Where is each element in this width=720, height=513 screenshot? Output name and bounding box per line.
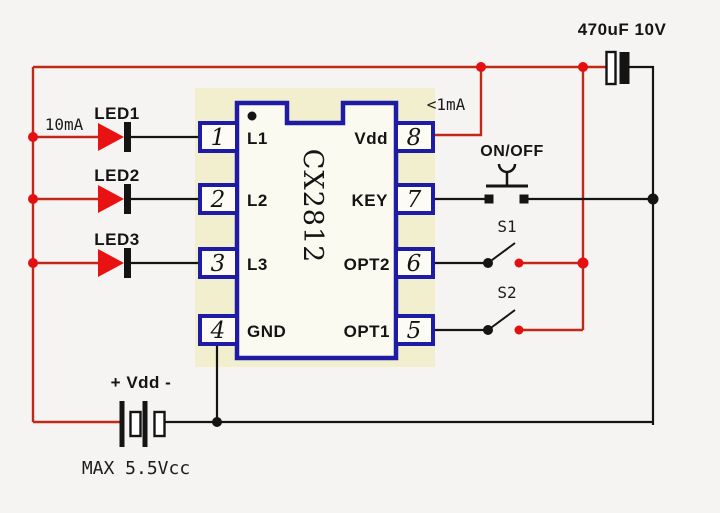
pin-label-opt1: OPT1 <box>344 322 390 341</box>
pin-numbers: 1 2 3 4 8 7 6 5 <box>210 125 422 344</box>
pin-label-l1: L1 <box>247 129 268 148</box>
capacitor-symbol <box>605 50 630 86</box>
pin-box-4 <box>198 314 239 346</box>
s1-label: S1 <box>497 217 516 236</box>
button-contact-left <box>484 194 494 204</box>
s2-blade <box>487 309 516 331</box>
led1-symbol <box>98 122 131 152</box>
led-current-label: 10mA <box>45 115 84 134</box>
ic-part-number: CX2812 <box>297 149 328 264</box>
push-button-label: ON/OFF <box>480 143 543 160</box>
led3-cathode-bar <box>124 248 131 278</box>
pin-label-opt2: OPT2 <box>344 255 390 274</box>
capacitor-plate-positive <box>605 50 617 86</box>
battery-max-voltage-label: MAX 5.5Vcc <box>82 458 190 479</box>
ground-signal-wires <box>131 65 655 425</box>
pin-number-3: 3 <box>211 251 226 277</box>
s1-pivot-dot <box>483 258 493 268</box>
led2-cathode-bar <box>124 184 131 214</box>
pin-box-5 <box>394 314 435 346</box>
battery-short-plate <box>129 410 142 438</box>
pin-box-6 <box>394 247 435 279</box>
s1-contact-dot <box>514 258 524 268</box>
pin-number-5: 5 <box>407 318 422 344</box>
switch-s2-symbol <box>483 309 516 335</box>
button-actuator-cup <box>497 163 517 174</box>
led3-triangle <box>98 249 124 277</box>
pin-box-8 <box>394 121 435 153</box>
capacitor-plate-negative <box>619 52 630 84</box>
led3-label: LED3 <box>94 230 139 249</box>
battery-long-plate <box>142 401 148 447</box>
supply-current-label: <1mA <box>427 95 466 114</box>
junction-dot <box>476 62 486 72</box>
black-junction-dots <box>212 193 659 427</box>
pin-box-7 <box>394 183 435 215</box>
pin-label-l3: L3 <box>247 255 268 274</box>
pin-number-6: 6 <box>407 251 422 277</box>
ic-body <box>234 100 399 361</box>
pin-number-8: 8 <box>407 125 422 151</box>
s2-contact-dot <box>514 325 524 335</box>
pin-label-l2: L2 <box>247 191 268 210</box>
pin-box-2 <box>198 183 239 215</box>
button-contact-right <box>519 194 529 204</box>
led1-cathode-bar <box>124 122 131 152</box>
pin-labels: L1 L2 L3 GND Vdd KEY OPT2 OPT1 <box>247 129 390 341</box>
junction-dot <box>28 258 38 268</box>
s2-label: S2 <box>497 283 516 302</box>
pin-label-key: KEY <box>352 191 389 210</box>
pin-label-gnd: GND <box>247 322 286 341</box>
junction-dot <box>212 417 222 427</box>
ic-left-pin-boxes <box>198 121 239 346</box>
battery-label: + Vdd - <box>111 373 172 392</box>
pin-number-4: 4 <box>210 318 226 344</box>
battery-long-plate <box>119 401 125 447</box>
pin-number-1: 1 <box>211 125 226 151</box>
led3-symbol <box>98 248 131 278</box>
red-junction-dots <box>28 62 589 335</box>
pin-box-3 <box>198 247 239 279</box>
led2-symbol <box>98 184 131 214</box>
battery-short-plate <box>153 410 166 438</box>
switch-s1-symbol <box>483 242 516 268</box>
led2-triangle <box>98 185 124 213</box>
pin-box-1 <box>198 121 239 153</box>
battery-symbol <box>119 401 166 447</box>
ic-right-pin-boxes <box>394 121 435 346</box>
led2-label: LED2 <box>94 166 139 185</box>
led1-triangle <box>98 123 124 151</box>
led1-label: LED1 <box>94 104 139 123</box>
junction-dot <box>578 62 588 72</box>
s1-blade <box>487 242 516 264</box>
junction-dot <box>647 193 659 205</box>
junction-dot <box>28 132 38 142</box>
vdd-pin-wire <box>433 67 483 137</box>
junction-dot <box>577 257 589 269</box>
junction-dot <box>28 194 38 204</box>
s2-pivot-dot <box>483 325 493 335</box>
pin-number-7: 7 <box>407 187 422 213</box>
capacitor-label: 470uF 10V <box>578 20 667 39</box>
ic-pin1-dot <box>247 111 257 121</box>
right-black-rail-wire <box>629 65 655 425</box>
pin-number-2: 2 <box>210 187 226 213</box>
push-button-symbol <box>484 163 529 204</box>
pin-label-vdd: Vdd <box>354 129 388 148</box>
